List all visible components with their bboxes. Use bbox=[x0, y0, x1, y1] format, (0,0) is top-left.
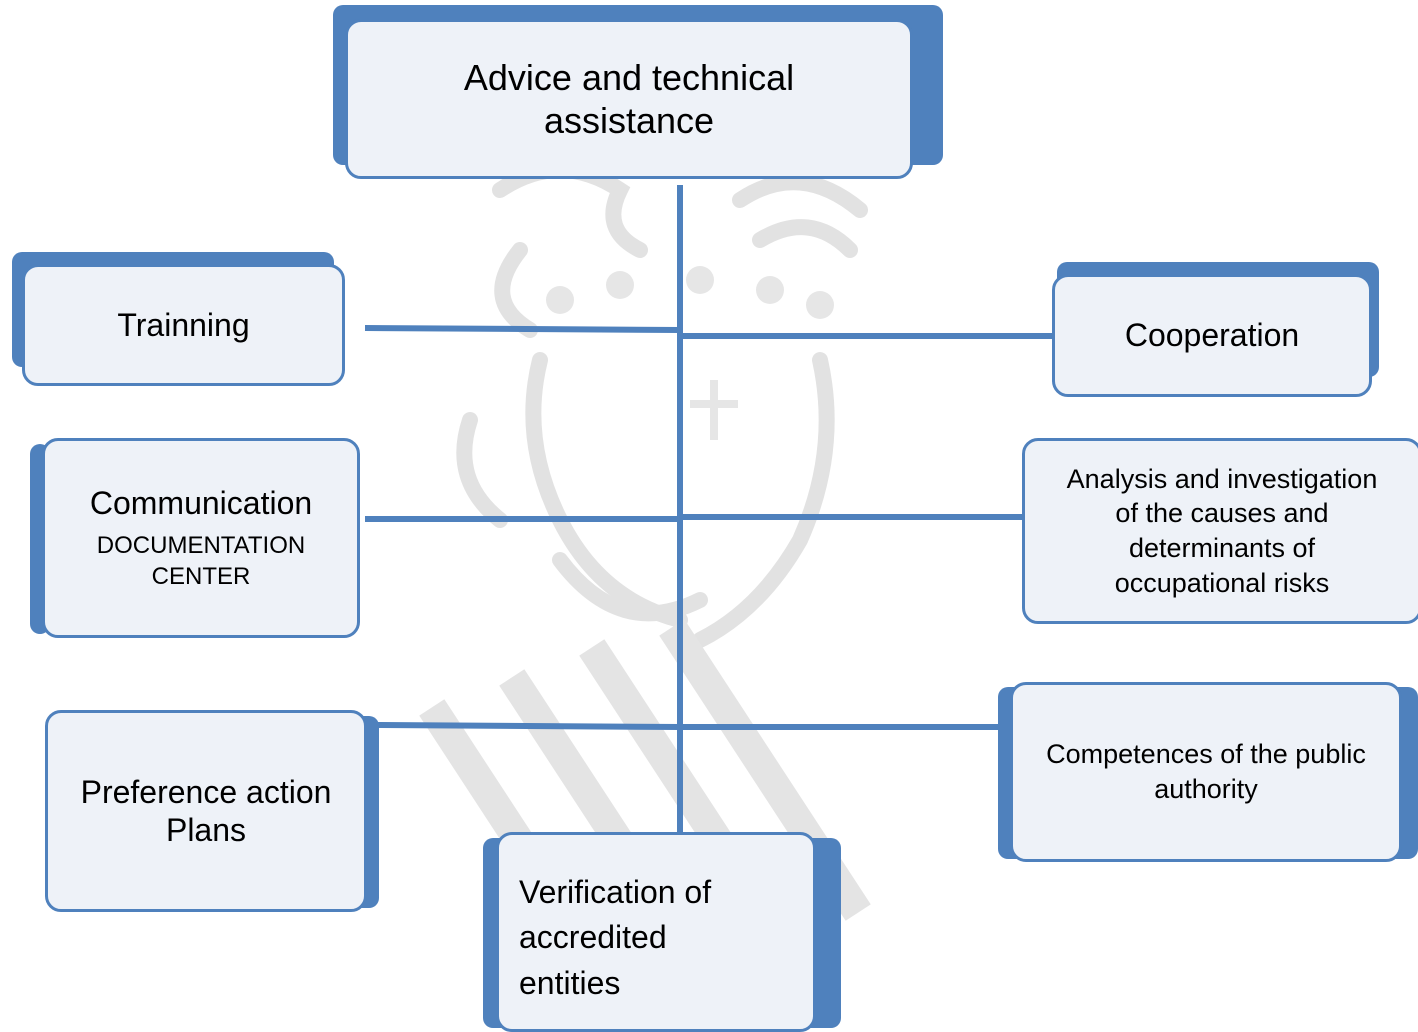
node-verification: Verification of accredited entities bbox=[483, 832, 843, 1032]
preference-label: Preference action Plans bbox=[80, 773, 332, 848]
documentation-center-label: DOCUMENTATION CENTER bbox=[96, 532, 306, 591]
training-label: Trainning bbox=[117, 306, 250, 343]
node-training: Trainning bbox=[12, 252, 347, 387]
verification-label: Verification of accredited entities bbox=[519, 874, 712, 1001]
root-node: Advice and technical assistance bbox=[333, 5, 943, 180]
root-label: Advice and technical assistance bbox=[463, 56, 795, 141]
connector-preference bbox=[374, 722, 681, 730]
node-cooperation: Cooperation bbox=[1052, 262, 1382, 397]
cooperation-label: Cooperation bbox=[1124, 317, 1300, 354]
competences-label: Competences of the public authority bbox=[1046, 739, 1366, 805]
analysis-label: Analysis and investigation of the causes… bbox=[1066, 463, 1378, 598]
node-preference: Preference action Plans bbox=[45, 710, 385, 915]
node-communication: Communication DOCUMENTATION CENTER bbox=[30, 438, 365, 640]
communication-label: Communication bbox=[89, 484, 313, 521]
node-analysis: Analysis and investigation of the causes… bbox=[1022, 438, 1418, 626]
node-competences: Competences of the public authority bbox=[998, 682, 1418, 864]
connector-training bbox=[364, 325, 681, 333]
